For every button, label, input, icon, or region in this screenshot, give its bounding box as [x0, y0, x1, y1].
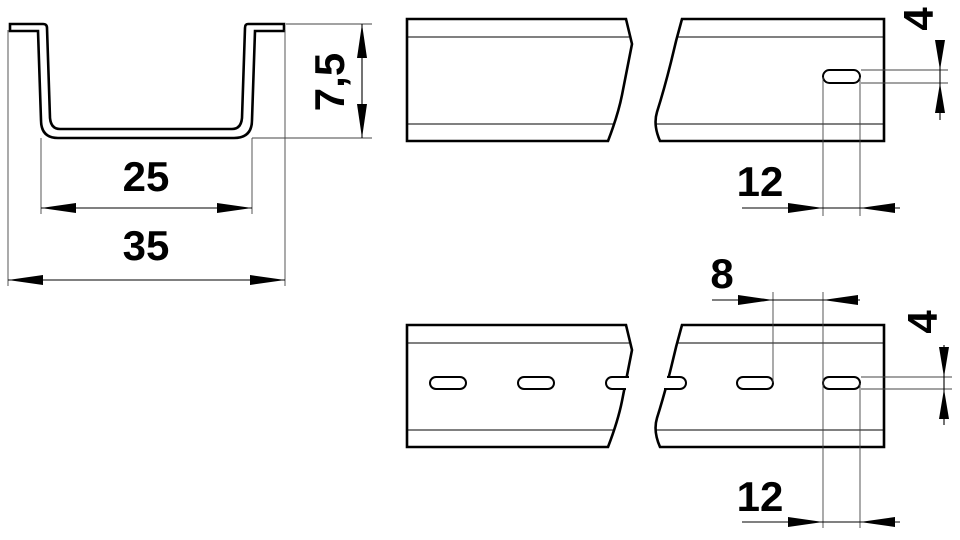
- inner-width-label: 25: [123, 153, 170, 200]
- mounting-slot: [517, 376, 555, 390]
- arrow-right: [250, 275, 285, 285]
- mounting-slot: [429, 376, 467, 390]
- height-label: 7,5: [306, 53, 353, 111]
- arrow-up: [939, 389, 949, 419]
- mounting-slot: [736, 376, 774, 390]
- rail-segment-right: [654, 323, 886, 449]
- mounting-slot-partial: [605, 376, 629, 390]
- slot-gap-label: 8: [710, 250, 733, 297]
- arrow-left: [860, 517, 895, 527]
- slot-offset-label: 12: [737, 158, 784, 205]
- mounting-slot-partial: [664, 376, 687, 390]
- slot-width-label: 4: [899, 310, 946, 334]
- arrow-down: [939, 347, 949, 377]
- arrow-left: [860, 203, 895, 213]
- slot-offset-label: 12: [737, 473, 784, 520]
- slot-width-label: 4: [895, 7, 942, 31]
- arrow-down: [357, 104, 367, 138]
- mounting-slot: [822, 376, 861, 390]
- rail-segment-right: [654, 17, 886, 143]
- rail-top-view-perforated: 8 4 12: [405, 250, 952, 528]
- profile-outline: [8, 22, 286, 140]
- rail-cross-section: 25 35 7,5: [7, 22, 372, 286]
- arrow-up: [357, 24, 367, 58]
- arrow-left: [41, 203, 76, 213]
- rail-segment-left: [405, 17, 634, 143]
- arrow-up: [935, 83, 945, 113]
- outer-width-label: 35: [123, 222, 170, 269]
- arrow-right: [738, 295, 773, 305]
- arrow-right: [788, 517, 823, 527]
- rail-top-view-single-slot: 4 12: [405, 7, 948, 216]
- arrow-left: [823, 295, 858, 305]
- arrow-left: [8, 275, 43, 285]
- mounting-slot: [822, 69, 861, 84]
- arrow-right: [788, 203, 823, 213]
- rail-segment-left: [405, 323, 634, 449]
- arrow-right: [217, 203, 252, 213]
- arrow-down: [935, 40, 945, 70]
